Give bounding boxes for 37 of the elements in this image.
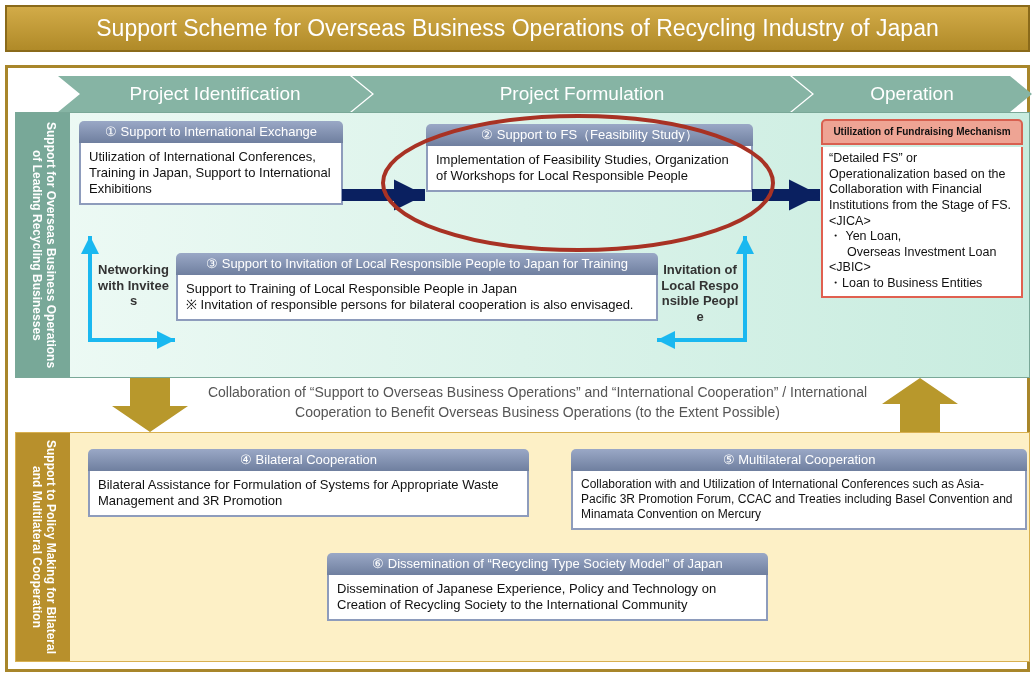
box-text: Dissemination of Japanese Experience, Policy and Technology on Creation of Recycling Society to the International Community (337, 580, 718, 614)
box-text: Overseas Investment Loan (846, 244, 998, 261)
phase-header: Project Identification (58, 76, 372, 112)
title-banner: Support Scheme for Overseas Business Operations of Recycling Industry of Japan (5, 5, 1030, 52)
box-heading: ① Support to International Exchange (79, 121, 343, 143)
box-text: Utilization of International Conferences, Training in Japan, Support to International Exhibitions (89, 148, 332, 198)
note-text: Collaboration of “Support to Overseas Business Operations” and “International Cooperation” / International Cooperation to Benefit Overseas Business Operations (to the Extent Possible) (206, 383, 869, 423)
box-text: ・Loan to Business Entities (829, 276, 984, 292)
side-tab: Support for Overseas Business Operations of Leading Recycling Businesses (16, 113, 70, 377)
arrow (752, 179, 820, 211)
double-arrow (81, 236, 175, 349)
box-text: <JICA> (829, 213, 872, 230)
box-text: <JBIC> (829, 260, 872, 276)
box-heading: ② Support to FS（Feasibility Study） (426, 124, 753, 146)
block-arrow (882, 378, 958, 432)
box-heading: ④ Bilateral Cooperation (88, 449, 529, 471)
phase-header: Project Formulation (352, 76, 812, 112)
band-panel (15, 432, 1030, 662)
edge-label: Networking with Invitees (97, 262, 170, 311)
box-text: Bilateral Assistance for Formulation of Systems for Appropriate Waste Management and 3R Promotion (98, 476, 500, 510)
box-heading: ⑤ Multilateral Cooperation (571, 449, 1027, 471)
box-heading: ⑥ Dissemination of “Recycling Type Society Model” of Japan (327, 553, 768, 575)
edge-label: Invitation of Local Responsible People (660, 262, 740, 326)
band-panel (15, 112, 1030, 378)
box-text: ・ Yen Loan, (829, 229, 903, 245)
double-arrow (657, 236, 754, 349)
arrow (342, 179, 425, 211)
block-arrow (112, 378, 188, 432)
box-text: “Detailed FS” or Operationalization based on the Collaboration with Financial Institutions from the Stage of FS. (829, 151, 1013, 214)
box-heading: ③ Support to Invitation of Local Responsible People to Japan for Training (176, 253, 658, 275)
box-text: ※ Invitation of responsible persons for bilateral cooperation is also envisaged. (186, 296, 635, 314)
box-heading: Utilization of Fundraising Mechanism (821, 119, 1023, 145)
box-text: Support to Training of Local Responsible People in Japan (186, 280, 518, 297)
box-text: Collaboration with and Utilization of International Conferences such as Asia-Pacific 3R Promotion Forum, CCAC and Treaties including Basel Convention and Minamata Convention on Mercury (581, 476, 1014, 522)
side-tab: Support to Policy Making for Bilateral and Multilateral Cooperation (16, 433, 70, 661)
box-text: Implementation of Feasibility Studies, Organization of Workshops for Local Responsible People (436, 151, 730, 185)
phase-header: Operation (792, 76, 1032, 112)
